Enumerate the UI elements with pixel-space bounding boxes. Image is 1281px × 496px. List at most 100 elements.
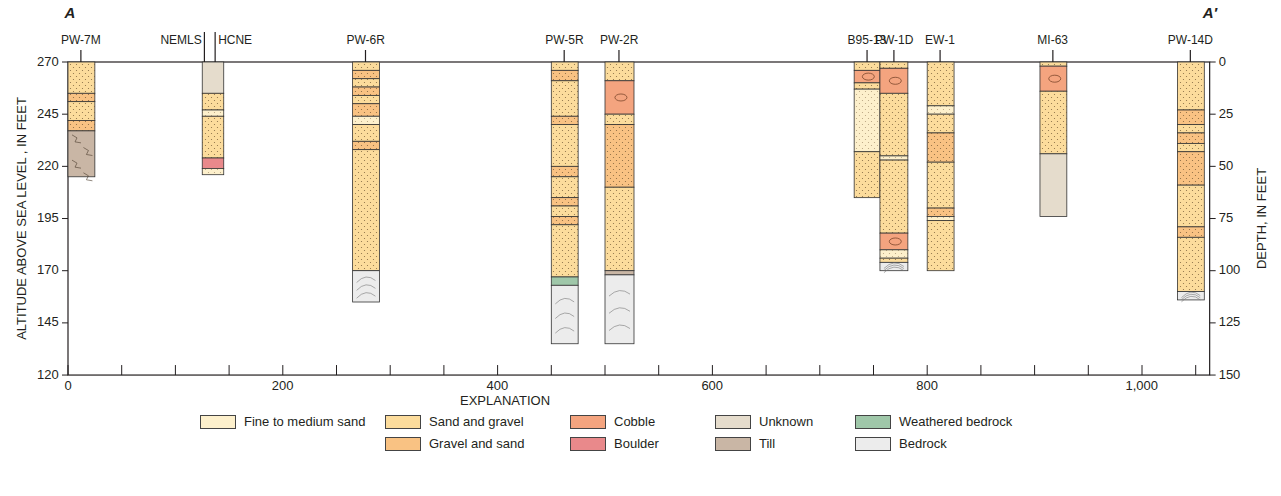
- well-label: PW-6R: [346, 33, 384, 47]
- lithology-layer: [202, 158, 223, 168]
- well-label: HCNE: [218, 33, 252, 47]
- legend-heading: EXPLANATION: [460, 394, 550, 409]
- well-tick: [1190, 50, 1191, 62]
- tick: [1210, 166, 1216, 167]
- axes-frame: [62, 62, 1216, 375]
- axis-title: DEPTH, IN FEET: [1255, 168, 1270, 269]
- well-tick: [204, 32, 205, 62]
- lithology-layer: [880, 233, 908, 250]
- lithology-layer: [353, 150, 380, 271]
- tick: [443, 365, 444, 375]
- lithology-layer: [202, 168, 223, 174]
- legend-swatch: [385, 437, 421, 451]
- lithology-layer: [1177, 292, 1204, 302]
- lithology-layer: [353, 125, 380, 142]
- lithology-layer: [551, 125, 578, 167]
- well-name: PW-6R: [346, 34, 384, 48]
- lithology-layer: [353, 87, 380, 95]
- well-tick: [939, 50, 940, 62]
- well-label: PW-14D: [1168, 33, 1213, 47]
- lithology-layer: [927, 114, 954, 133]
- well-ticks: [81, 32, 1190, 62]
- lithology-layer: [1177, 237, 1204, 291]
- lithology-layer: [605, 275, 634, 344]
- tick: [497, 365, 498, 375]
- well-label: PW-1D: [875, 33, 913, 47]
- well-name: HCNE: [218, 34, 252, 48]
- well-tick: [893, 50, 894, 62]
- lithology-layer: [353, 95, 380, 103]
- lithology-layer: [1177, 110, 1204, 125]
- lithology-layer: [1040, 62, 1067, 66]
- lithology-layer: [353, 79, 380, 87]
- lithology-layer: [1177, 227, 1204, 237]
- lithology-layer: [927, 62, 954, 106]
- legend-entry: Bedrock: [855, 436, 947, 451]
- legend-text: Till: [759, 436, 775, 451]
- lithology-layer: [880, 62, 908, 68]
- tick: [605, 365, 606, 375]
- lithology-layer: [551, 116, 578, 124]
- lithology-layer: [927, 106, 954, 114]
- tick: [927, 365, 928, 375]
- tick: [1195, 365, 1196, 375]
- distance-tick-label: 600: [701, 379, 723, 394]
- tick: [1034, 365, 1035, 375]
- altitude-tick-label: 220: [37, 159, 59, 174]
- tick: [62, 375, 68, 376]
- lithology-layer: [605, 125, 634, 188]
- lithology-layer: [880, 258, 908, 262]
- tick: [282, 365, 283, 375]
- lithology-layer: [68, 131, 95, 181]
- lithology-layer: [551, 70, 578, 80]
- legend-entry: Gravel and sand: [385, 436, 524, 451]
- lithology-layer: [551, 62, 578, 70]
- section-end-label: A: [65, 4, 76, 21]
- altitude-tick-label: 270: [37, 55, 59, 70]
- tick: [1210, 322, 1216, 323]
- lithology-layer: [927, 162, 954, 208]
- tick: [62, 270, 68, 271]
- lithology-layer: [927, 133, 954, 162]
- distance-tick-label: 0: [65, 379, 72, 394]
- altitude-tick-label: 145: [37, 315, 59, 330]
- legend-text: Fine to medium sand: [244, 414, 365, 429]
- lithology-layer: [1177, 62, 1204, 110]
- lithology-layer: [1177, 133, 1204, 143]
- lithology-layer: [927, 216, 954, 220]
- lithology-layer: [353, 62, 380, 70]
- altitude-tick-label: 245: [37, 107, 59, 122]
- lithology-layer: [551, 177, 578, 198]
- tick: [62, 166, 68, 167]
- well-label: EW-1: [925, 33, 955, 47]
- lithology-layer: [202, 110, 223, 116]
- well-tick: [618, 50, 619, 62]
- altitude-tick-label: 120: [37, 368, 59, 383]
- lithology-layer: [927, 221, 954, 271]
- lithology-layer: [605, 114, 634, 124]
- lithology-layer: [551, 166, 578, 176]
- legend-text: Gravel and sand: [429, 436, 524, 451]
- lithology-layer: [1177, 152, 1204, 185]
- depth-tick-label: 100: [1219, 263, 1241, 278]
- legend-text: Bedrock: [899, 436, 947, 451]
- depth-tick-label: 50: [1219, 159, 1233, 174]
- lithology-layer: [1177, 125, 1204, 133]
- well-name: PW-1D: [875, 34, 913, 48]
- tick: [980, 365, 981, 375]
- legend-swatch: [570, 437, 606, 451]
- depth-tick-label: 25: [1219, 107, 1233, 122]
- well-tick: [215, 32, 216, 62]
- well-name: EW-1: [925, 34, 955, 48]
- tick: [336, 365, 337, 375]
- lithology-layer: [605, 81, 634, 114]
- lithology-layer: [854, 89, 880, 152]
- lithology-layer: [880, 250, 908, 258]
- well-tick: [365, 50, 366, 62]
- tick: [1210, 62, 1216, 63]
- lithology-layer: [880, 68, 908, 93]
- distance-tick-label: 800: [916, 379, 938, 394]
- lithology-layer: [353, 70, 380, 78]
- well-label: PW-5R: [545, 33, 583, 47]
- well-label: PW-2R: [600, 33, 638, 47]
